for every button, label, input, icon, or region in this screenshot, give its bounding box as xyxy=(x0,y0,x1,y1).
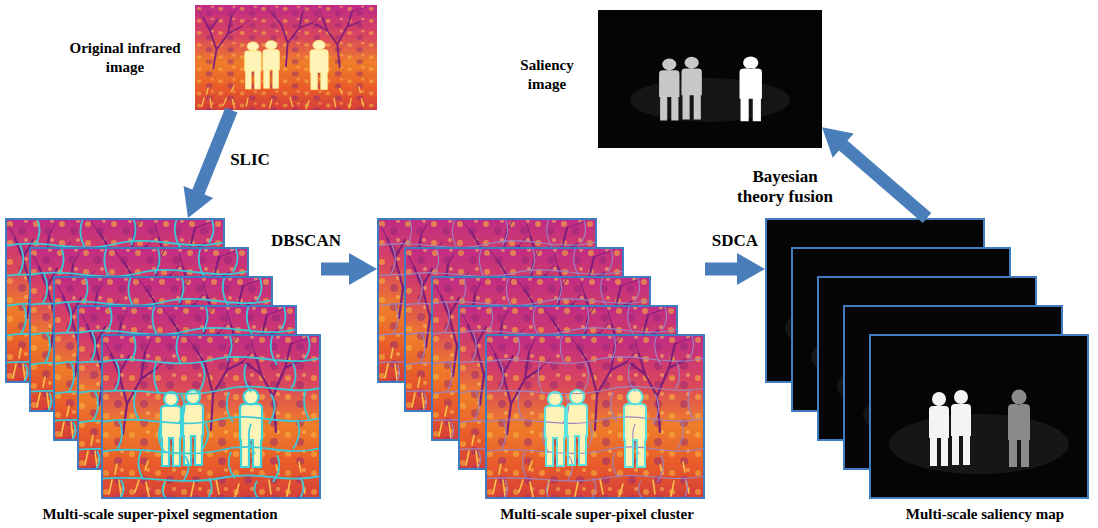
block-arrow xyxy=(321,253,377,285)
saliency-stack xyxy=(765,218,1089,499)
block-arrow xyxy=(705,253,765,285)
saliency-haze xyxy=(630,78,790,122)
block-arrow xyxy=(184,110,232,218)
arrow-head xyxy=(822,127,854,157)
saliency-picture xyxy=(598,10,822,148)
saliency-ground xyxy=(598,10,822,148)
image-panel: Multi-scale super-pixel segmentation xyxy=(5,218,321,499)
image-caption: Multi-scale super-pixel segmentation xyxy=(42,505,277,524)
step-label: DBSCAN xyxy=(268,231,344,251)
arrow-shaft xyxy=(705,263,738,276)
image-caption: Multi-scale saliency map xyxy=(906,505,1064,524)
image-panel: Multi-scale saliency map xyxy=(765,218,1089,499)
cluster-stack xyxy=(377,218,705,499)
image-panel: Multi-scale super-pixel cluster xyxy=(377,218,705,499)
image-panel: Saliency image xyxy=(598,10,822,148)
image-panel: Original infrared image xyxy=(195,5,377,110)
image-caption: Saliency image xyxy=(504,56,590,94)
infrared-picture xyxy=(195,5,377,110)
arrow-head xyxy=(737,253,765,285)
step-label: SDCA xyxy=(709,231,761,251)
salient-people xyxy=(740,56,762,121)
segmentation-frame xyxy=(101,334,321,499)
segmentation-stack xyxy=(5,218,321,499)
salient-people xyxy=(659,57,702,121)
image-caption: Multi-scale super-pixel cluster xyxy=(500,505,694,524)
arrow-shaft xyxy=(842,145,927,218)
arrow-shaft xyxy=(321,263,350,276)
step-label: SLIC xyxy=(227,150,273,170)
arrow-head xyxy=(184,186,214,218)
arrow-head xyxy=(349,253,377,285)
step-label: Bayesian theory fusion xyxy=(727,167,843,207)
image-caption: Original infrared image xyxy=(65,39,185,77)
saliency-frame xyxy=(869,334,1089,499)
cluster-frame xyxy=(485,334,705,499)
